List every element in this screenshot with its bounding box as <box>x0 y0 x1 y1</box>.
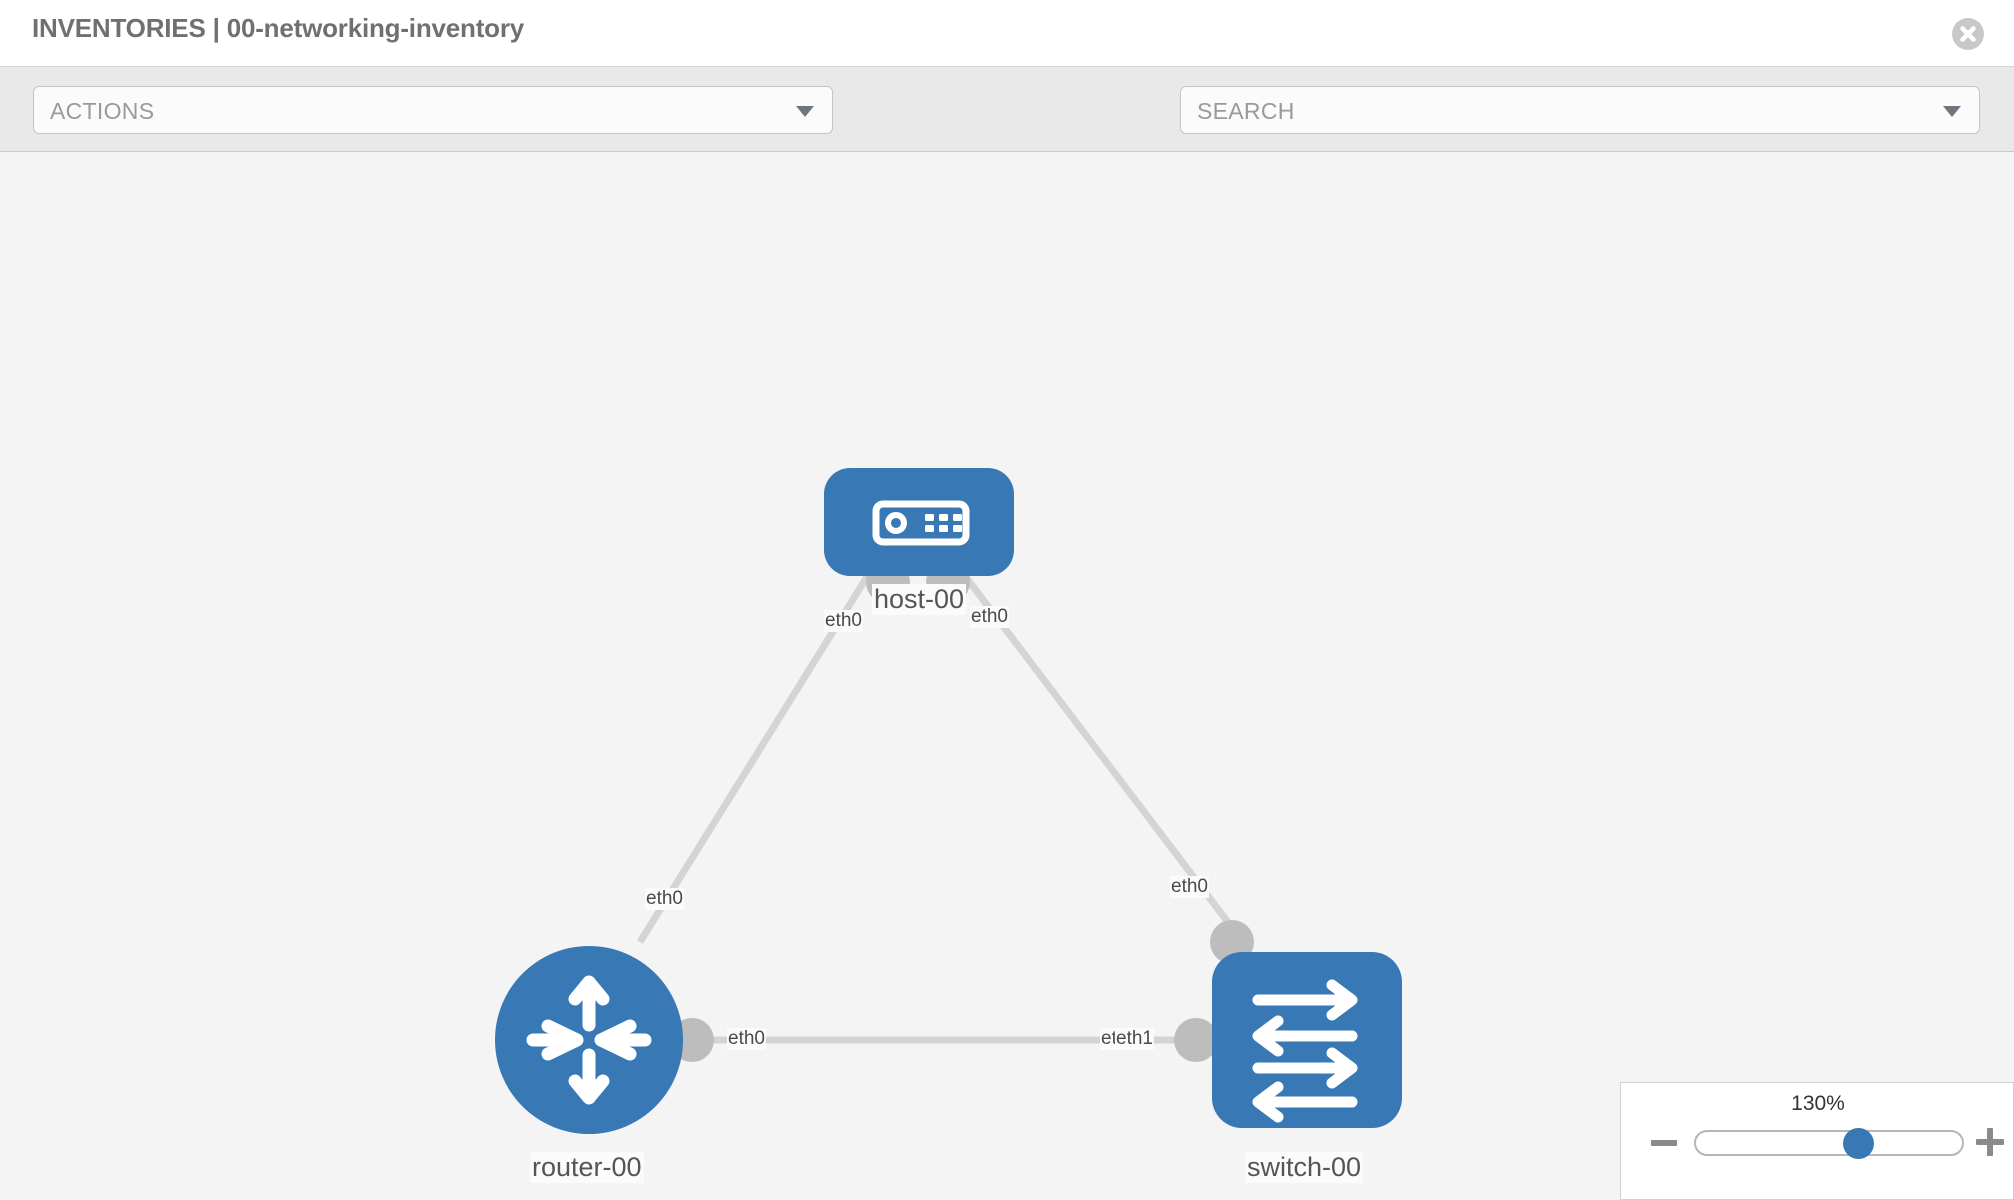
actions-dropdown[interactable]: ACTIONS <box>33 86 833 134</box>
toolbar: ACTIONS SEARCH <box>0 67 2014 194</box>
topology-graph <box>495 468 1402 1134</box>
node-router-00[interactable] <box>495 946 683 1134</box>
interface-label: eth1 <box>1115 1028 1154 1050</box>
topology-connectors <box>670 560 1254 1062</box>
chevron-down-icon <box>1943 106 1961 117</box>
topology-canvas[interactable]: host-00 router-00 switch-00 eth0 eth0 et… <box>0 152 2014 1200</box>
node-label-host-00: host-00 <box>872 584 967 615</box>
chevron-down-icon <box>796 106 814 117</box>
node-host-00[interactable] <box>824 468 1014 576</box>
connector-dot <box>1174 1018 1218 1062</box>
interface-label: eth0 <box>727 1028 766 1050</box>
node-switch-00[interactable] <box>1212 952 1402 1128</box>
zoom-out-button[interactable] <box>1651 1140 1677 1146</box>
interface-label: eth0 <box>645 888 684 910</box>
page-title: INVENTORIES | 00-networking-inventory <box>32 13 525 43</box>
zoom-control-panel: 130% <box>1620 1082 2014 1200</box>
search-placeholder: SEARCH <box>1197 98 1295 124</box>
zoom-level-value: 130% <box>1791 1092 1845 1115</box>
zoom-in-button[interactable] <box>1976 1128 2004 1156</box>
close-icon[interactable] <box>1952 18 1984 50</box>
interface-label: eth0 <box>1170 876 1209 898</box>
link-host-router <box>637 570 873 944</box>
page-header: INVENTORIES | 00-networking-inventory <box>0 0 2014 67</box>
interface-label: eth0 <box>824 610 863 632</box>
interface-label: eth0 <box>970 606 1009 628</box>
search-input[interactable]: SEARCH <box>1180 86 1980 134</box>
topology-links <box>637 569 1246 1044</box>
node-label-router-00: router-00 <box>530 1152 644 1183</box>
zoom-slider-track[interactable] <box>1694 1130 1964 1156</box>
node-label-switch-00: switch-00 <box>1245 1152 1364 1183</box>
zoom-slider-thumb[interactable] <box>1843 1128 1874 1159</box>
actions-dropdown-label: ACTIONS <box>50 98 155 124</box>
